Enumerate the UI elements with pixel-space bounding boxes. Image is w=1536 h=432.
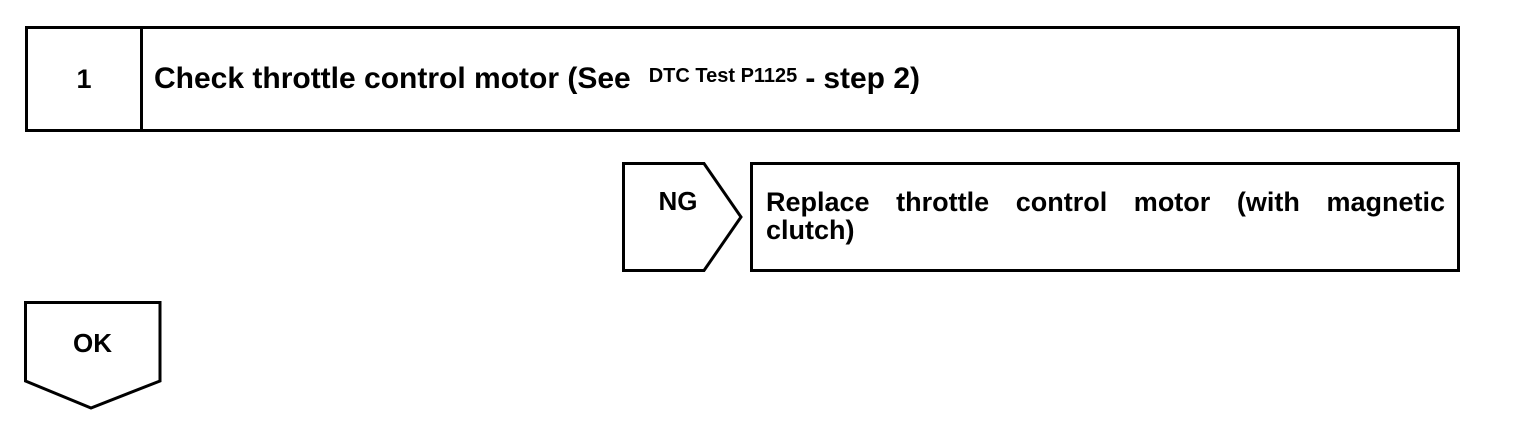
ok-label: OK	[73, 328, 112, 358]
step-title-dash: -	[805, 62, 816, 95]
ng-action-box: Replace throttle control motor (with mag…	[750, 162, 1460, 272]
ok-arrow	[24, 301, 162, 410]
ng-action-text: Replace throttle control motor (with mag…	[766, 187, 1445, 245]
ng-arrow	[622, 162, 743, 272]
step-title-main: Check throttle control motor (See	[154, 62, 631, 95]
step-box: 1 Check throttle control motor (See DTC …	[25, 26, 1460, 132]
step-title-reference: DTC Test P1125	[648, 64, 798, 87]
step-number: 1	[28, 29, 143, 129]
step-title-tail: step 2)	[823, 62, 921, 95]
ng-label: NG	[658, 186, 698, 216]
step-title: Check throttle control motor (See DTC Te…	[143, 29, 1457, 129]
